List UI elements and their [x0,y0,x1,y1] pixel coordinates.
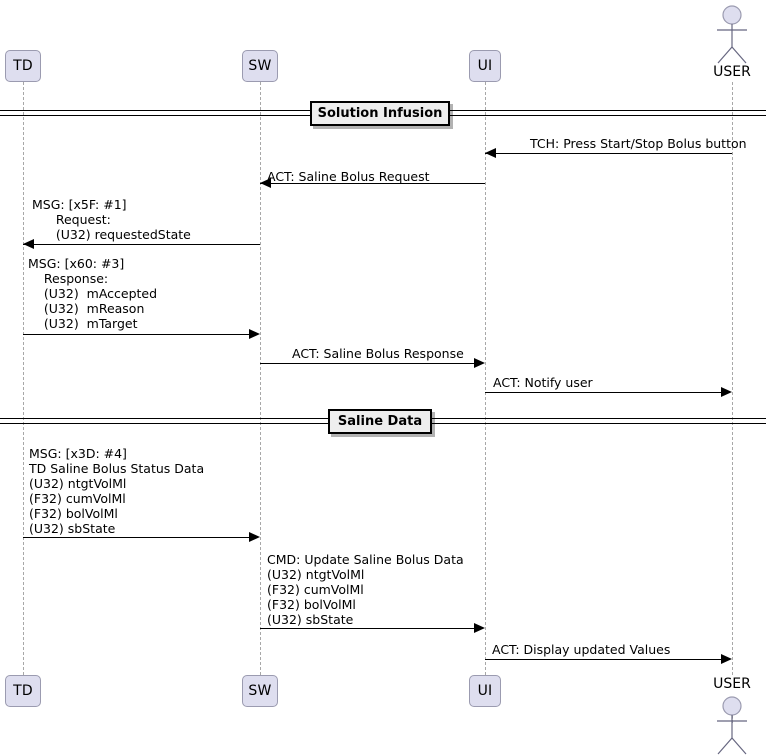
actor-user-bottom-label: USER [713,676,751,692]
message-label-x60-response: MSG: [x60: #3] Response: (U32) mAccepted… [28,256,158,331]
message-label-act-display-updated-values: ACT: Display updated Values [492,642,671,657]
divider-saline-data-label: Saline Data [337,414,423,429]
actor-user-bottom-figure [717,696,747,755]
actor-head-icon [722,5,742,25]
message-line-act-display-updated-values [485,659,721,660]
message-line-x3d-td-saline-bolus-status [23,537,249,538]
message-label-tch-press-start-stop: TCH: Press Start/Stop Bolus button [530,136,747,151]
participant-td-bottom[interactable]: TD [5,675,41,707]
message-arrowhead-act-saline-bolus-request [260,178,271,188]
participant-sw-top[interactable]: SW [242,50,278,82]
message-line-cmd-update-saline-bolus-data [260,628,474,629]
participant-sw-bottom-label: SW [248,683,272,699]
divider-saline-data: Saline Data [0,409,766,435]
message-arrowhead-x60-response [249,329,260,339]
actor-user-top[interactable] [708,3,756,65]
divider-solution-infusion-box: Solution Infusion [310,101,450,126]
participant-td-bottom-label: TD [13,683,33,699]
message-arrowhead-act-notify-user [721,387,732,397]
participant-ui-bottom[interactable]: UI [469,675,501,707]
actor-leg-left-icon [717,737,733,755]
participant-td-top-label: TD [13,58,33,74]
actor-user-top-figure [717,5,747,64]
actor-leg-right-icon [731,46,747,64]
actor-user-bottom[interactable] [708,694,756,756]
message-label-cmd-update-saline-bolus-data: CMD: Update Saline Bolus Data (U32) ntgt… [267,552,464,627]
message-label-act-saline-bolus-response: ACT: Saline Bolus Response [292,346,464,361]
message-line-x60-response [23,334,249,335]
message-label-act-saline-bolus-request: ACT: Saline Bolus Request [267,169,430,184]
lifeline-ui [485,82,486,675]
lifeline-sw [260,82,261,675]
message-arrowhead-tch-press-start-stop [485,148,496,158]
participant-ui-top-label: UI [477,58,493,74]
message-arrowhead-act-saline-bolus-response [474,358,485,368]
message-arrowhead-x3d-td-saline-bolus-status [249,532,260,542]
actor-leg-right-icon [731,737,747,755]
message-line-tch-press-start-stop [485,153,732,154]
lifeline-td [23,82,24,675]
participant-sw-top-label: SW [248,58,272,74]
message-line-x5f-request [23,244,260,245]
message-arrowhead-act-display-updated-values [721,654,732,664]
participant-td-top[interactable]: TD [5,50,41,82]
divider-saline-data-box: Saline Data [328,409,432,434]
actor-leg-left-icon [717,46,733,64]
lifeline-user [732,82,733,675]
actor-head-icon [722,696,742,716]
divider-solution-infusion: Solution Infusion [0,101,766,127]
message-arrowhead-cmd-update-saline-bolus-data [474,623,485,633]
message-label-x5f-request: MSG: [x5F: #1] Request: (U32) requestedS… [32,197,191,242]
participant-ui-bottom-label: UI [477,683,493,699]
actor-user-top-label: USER [713,64,751,80]
message-label-act-notify-user: ACT: Notify user [493,375,593,390]
message-line-act-saline-bolus-response [260,363,474,364]
participant-ui-top[interactable]: UI [469,50,501,82]
participant-sw-bottom[interactable]: SW [242,675,278,707]
message-line-act-notify-user [485,392,721,393]
message-line-act-saline-bolus-request [260,183,485,184]
message-label-x3d-td-saline-bolus-status: MSG: [x3D: #4] TD Saline Bolus Status Da… [29,446,205,536]
divider-solution-infusion-label: Solution Infusion [317,106,443,121]
message-arrowhead-x5f-request [23,239,34,249]
